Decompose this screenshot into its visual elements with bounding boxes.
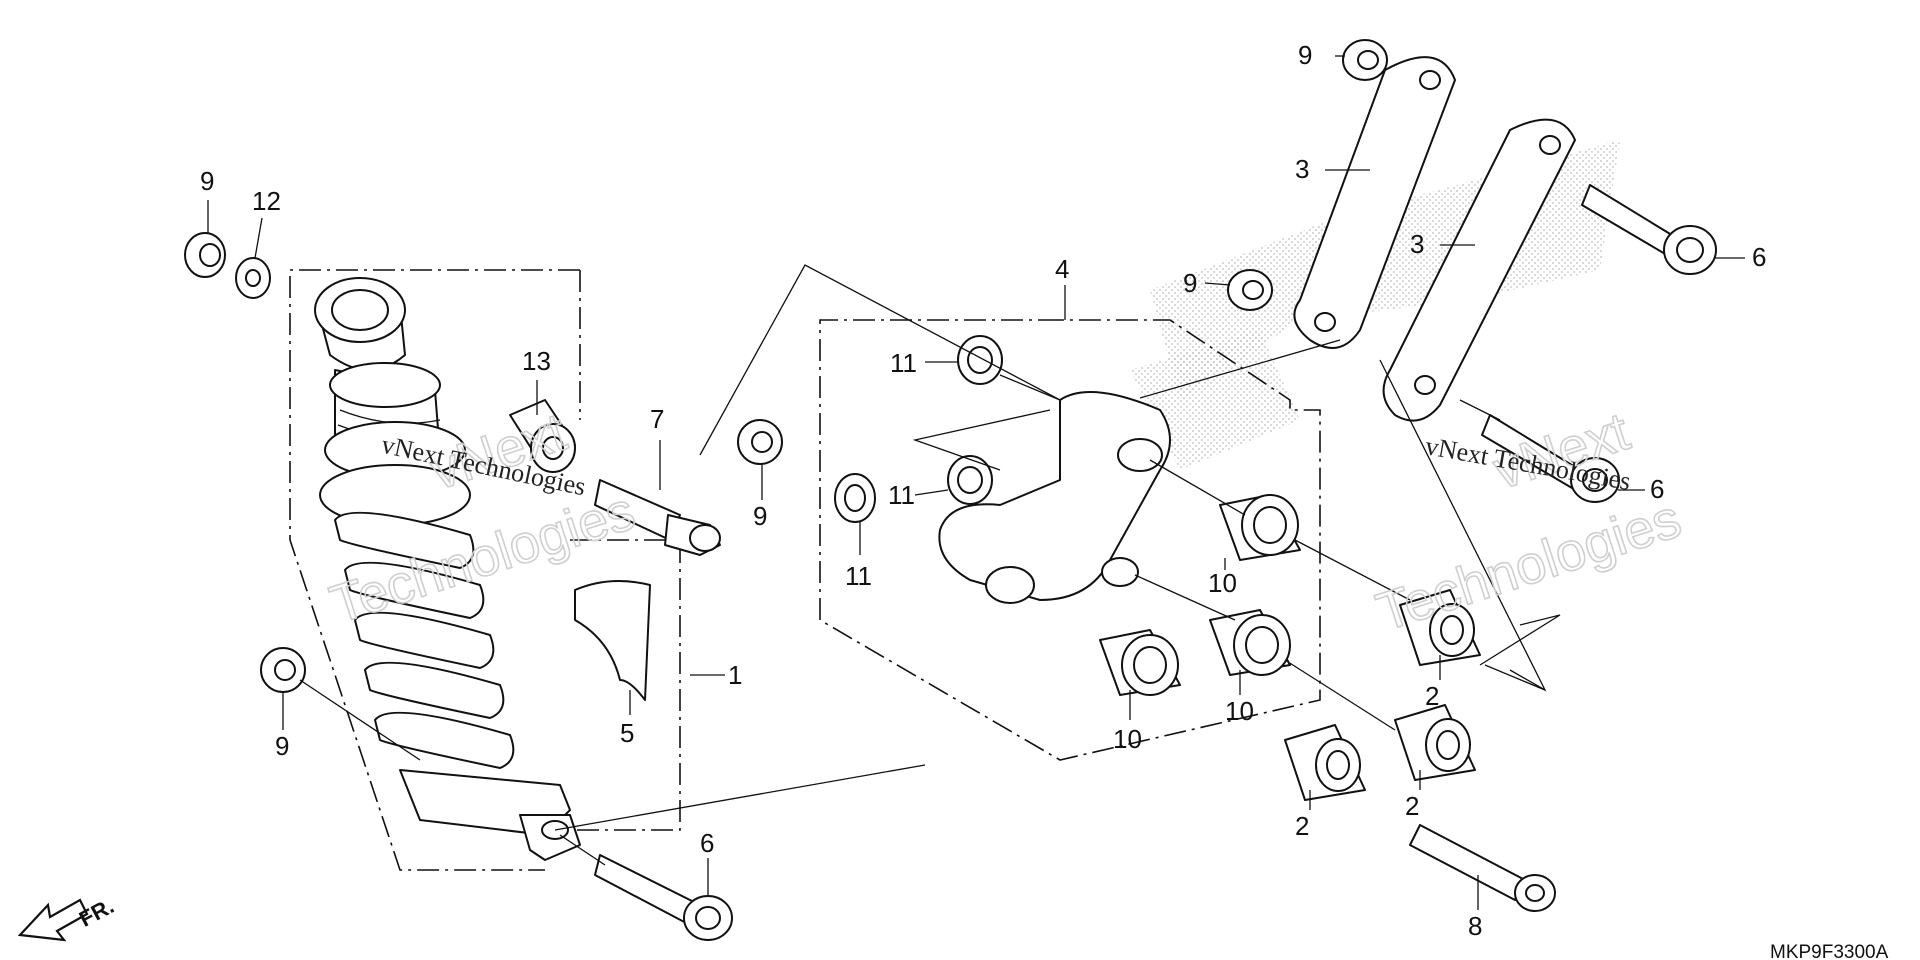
shock-spring-adjuster <box>319 362 471 526</box>
flange-bolt-middle <box>1481 414 1620 503</box>
callout-11-mid: 11 <box>888 480 915 510</box>
assembly-guide-lines <box>299 264 1561 866</box>
front-label: FR. <box>75 893 118 932</box>
cushion-arm <box>938 391 1171 601</box>
collar-middle <box>1394 704 1476 781</box>
callout-6-lower: 6 <box>700 828 714 858</box>
callout-6-upper-right: 6 <box>1752 242 1766 272</box>
callout-5: 5 <box>620 718 634 748</box>
needle-bearing-lower-left <box>1099 629 1181 696</box>
callout-3-rear: 3 <box>1410 229 1424 259</box>
callout-13: 13 <box>522 346 551 376</box>
front-arrow-icon <box>17 898 89 942</box>
callout-9-top-left: 9 <box>200 166 214 196</box>
callout-2-middle: 2 <box>1405 791 1419 821</box>
mount-bushing <box>509 399 576 473</box>
callout-3-front: 3 <box>1295 154 1309 184</box>
callout-leaders <box>207 55 1745 910</box>
shock-lower-body <box>399 769 581 861</box>
needle-bearing-lower-right <box>1209 609 1291 676</box>
shock-absorber-group <box>289 269 681 871</box>
callout-9-top: 9 <box>1298 40 1312 70</box>
callout-2-lower: 2 <box>1295 811 1309 841</box>
callout-numbers: 1 5 7 13 12 9 9 9 6 4 11 11 11 10 10 10 … <box>200 40 1766 941</box>
diagram-code: MKP9F3300A <box>1770 942 1889 960</box>
socket-bolt-long <box>1409 824 1556 912</box>
shock-top-eye <box>314 277 406 371</box>
flange-bolt-upper-right <box>1581 184 1717 275</box>
needle-bearing-upper <box>1219 494 1301 561</box>
callout-2-upper: 2 <box>1425 681 1439 711</box>
collar-lower <box>1284 724 1366 801</box>
callout-10-lower-right: 10 <box>1225 696 1254 726</box>
callout-1: 1 <box>728 660 742 690</box>
flange-nut-top <box>1342 39 1388 81</box>
callout-11-top: 11 <box>890 348 917 378</box>
flange-bolt-lower <box>594 854 733 941</box>
flange-nut-lower-left <box>260 647 306 693</box>
arm-assembly-group <box>819 319 1321 761</box>
callout-6-middle: 6 <box>1650 474 1664 504</box>
link-plate-rear <box>1382 118 1576 422</box>
callout-9-center-left: 9 <box>753 501 767 531</box>
flange-nut-link <box>1227 269 1273 311</box>
nut-and-washer-top-left <box>184 232 271 299</box>
shock-spring <box>334 511 515 769</box>
link-plate-front <box>1293 56 1456 349</box>
callout-12: 12 <box>252 186 281 216</box>
collar-upper <box>1399 589 1481 666</box>
callout-4: 4 <box>1055 254 1069 284</box>
callout-7: 7 <box>650 404 664 434</box>
watermark-company-right: Technologies <box>1370 488 1688 642</box>
flange-nut-center <box>737 419 783 465</box>
caution-label <box>574 580 651 701</box>
callout-8: 8 <box>1468 911 1482 941</box>
callout-10-upper: 10 <box>1208 568 1237 598</box>
front-direction-indicator: FR. <box>17 893 118 942</box>
watermark-right: vNext Technologies vNext Technologies <box>1369 400 1689 643</box>
callout-9-link: 9 <box>1183 268 1197 298</box>
callout-10-lower-left: 10 <box>1113 724 1142 754</box>
callout-11-left: 11 <box>845 561 872 591</box>
callout-9-lower-left: 9 <box>275 731 289 761</box>
socket-bolt-short <box>594 479 721 556</box>
